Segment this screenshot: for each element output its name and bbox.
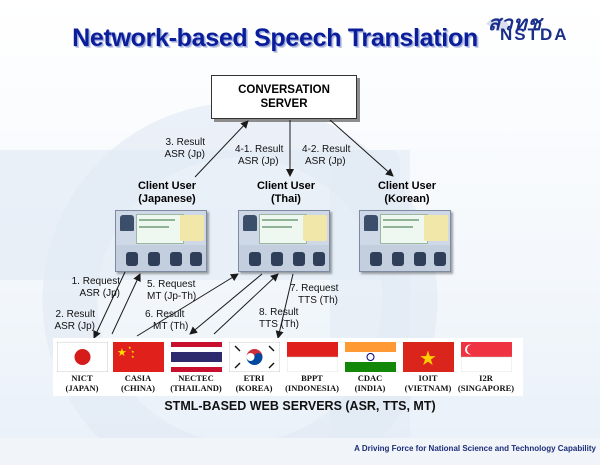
server-label-line2: SERVER [260, 98, 308, 110]
client-thai-line1: Client User [256, 180, 316, 192]
ws-label-cdac: CDAC(INDIA) [354, 373, 386, 393]
label-4-2-result: 4-2. Result ASR (Jp) [302, 144, 350, 168]
label-5-line2: MT (Jp-Th) [147, 291, 197, 302]
svg-text:★: ★ [131, 349, 135, 354]
participant-icon [126, 252, 138, 266]
label-5-line1: 5. Request [147, 279, 196, 290]
arrow-5-request-mt [136, 273, 239, 337]
web-servers-strip: ★★★★ ★ NICT(JAPAN) [53, 338, 523, 396]
page-title: Network-based Speech Translation [72, 24, 478, 52]
participant-icon [370, 252, 382, 266]
svg-text:★: ★ [419, 346, 437, 370]
arrow-4-2-result-asr [329, 119, 394, 177]
client-korean-line2: (Korean) [384, 193, 430, 205]
label-1-request: 1. Request ASR (Jp) [50, 276, 120, 300]
user-photo-icon [364, 215, 378, 231]
client-japanese-label: Client User (Japanese) [117, 180, 217, 206]
participant-icon [148, 252, 160, 266]
label-1-line2: ASR (Jp) [79, 288, 120, 299]
ws-label-i2r: I2R(SINGAPORE) [457, 373, 515, 393]
web-servers-caption: STML-BASED WEB SERVERS (ASR, TTS, MT) [164, 399, 436, 413]
arrow-1-request-asr [93, 271, 126, 339]
client-thai-label: Client User (Thai) [236, 180, 336, 206]
footer-tagline: A Driving Force for National Science and… [354, 444, 596, 453]
label-6-line2: MT (Th) [153, 321, 189, 332]
label-3-line1: 3. Result [165, 137, 205, 148]
arrow-8-result-tts [213, 273, 279, 335]
svg-text:★: ★ [117, 346, 127, 359]
svg-text:★: ★ [131, 354, 135, 359]
user-photo-icon [120, 215, 134, 231]
map-icon [180, 215, 204, 241]
label-6-result: 6. Result MT (Th) [145, 309, 188, 333]
svg-text:★: ★ [128, 345, 132, 350]
korea-flag-icon [229, 342, 280, 372]
china-flag-icon: ★★★★ [113, 342, 164, 372]
label-7-line2: TTS (Th) [298, 295, 338, 306]
vietnam-flag-icon: ★ [403, 342, 454, 372]
participant-icon [313, 252, 325, 266]
nstda-logo [486, 8, 598, 50]
arrow-2-result-asr [111, 273, 141, 335]
label-4-1-line2: ASR (Jp) [238, 156, 279, 167]
arrow-7-request-tts [275, 273, 294, 339]
arrow-3-result-asr [194, 120, 249, 178]
label-8-line2: TTS (Th) [259, 319, 299, 330]
india-flag-icon [345, 342, 396, 372]
logo-thai-text: สวทช [488, 13, 543, 35]
client-thai-line2: (Thai) [271, 193, 301, 205]
ws-label-etri: ETRI(KOREA) [235, 373, 273, 393]
label-2-line1: 2. Result [55, 309, 95, 320]
label-1-line1: 1. Request [71, 276, 120, 287]
participant-icon [271, 252, 283, 266]
label-4-1-result: 4-1. Result ASR (Jp) [235, 144, 283, 168]
client-screen-japanese[interactable] [115, 210, 207, 272]
client-japanese-line1: Client User [137, 180, 197, 192]
participant-icon [170, 252, 182, 266]
server-label-line1: CONVERSATION [238, 84, 330, 96]
ws-label-ioit: IOIT(VIETNAM) [404, 373, 452, 393]
indonesia-flag-icon [287, 342, 338, 372]
participant-icon [414, 252, 426, 266]
ws-label-casia: CASIA(CHINA) [121, 373, 155, 393]
label-4-1-line1: 4-1. Result [235, 144, 284, 155]
client-screen-korean[interactable] [359, 210, 451, 272]
label-2-result: 2. Result ASR (Jp) [30, 309, 95, 333]
label-8-result: 8. Result TTS (Th) [259, 307, 299, 331]
participant-icon [434, 252, 446, 266]
participant-icon [293, 252, 305, 266]
ws-label-bppt: BPPT(INDONESIA) [285, 373, 339, 393]
client-korean-label: Client User (Korean) [357, 180, 457, 206]
participant-icon [190, 252, 202, 266]
map-icon [303, 215, 327, 241]
label-2-line2: ASR (Jp) [54, 321, 95, 332]
label-6-line1: 6. Result [145, 309, 185, 320]
label-7-line1: 7. Request [290, 283, 339, 294]
arrow-6-result-mt [189, 273, 263, 335]
user-photo-icon [243, 215, 257, 231]
label-7-request: 7. Request TTS (Th) [290, 283, 338, 307]
label-4-2-line2: ASR (Jp) [305, 156, 346, 167]
label-3-result: 3. Result ASR (Jp) [140, 137, 205, 161]
ws-label-nict: NICT(JAPAN) [65, 373, 99, 393]
singapore-flag-icon [461, 342, 512, 372]
client-japanese-line2: (Japanese) [138, 193, 196, 205]
client-korean-line1: Client User [377, 180, 437, 192]
thailand-flag-icon [171, 342, 222, 372]
participant-icon [392, 252, 404, 266]
japan-flag-icon [57, 342, 108, 372]
logo-en-text: NSTDA [500, 25, 569, 44]
label-8-line1: 8. Result [259, 307, 299, 318]
conversation-server-box: CONVERSATION SERVER [211, 75, 357, 119]
label-5-request: 5. Request MT (Jp-Th) [147, 279, 196, 303]
label-3-line2: ASR (Jp) [164, 149, 205, 160]
label-4-2-line1: 4-2. Result [302, 144, 351, 155]
map-icon [424, 215, 448, 241]
client-screen-thai[interactable] [238, 210, 330, 272]
participant-icon [249, 252, 261, 266]
ws-label-nectec: NECTEC(THAILAND) [170, 373, 222, 393]
